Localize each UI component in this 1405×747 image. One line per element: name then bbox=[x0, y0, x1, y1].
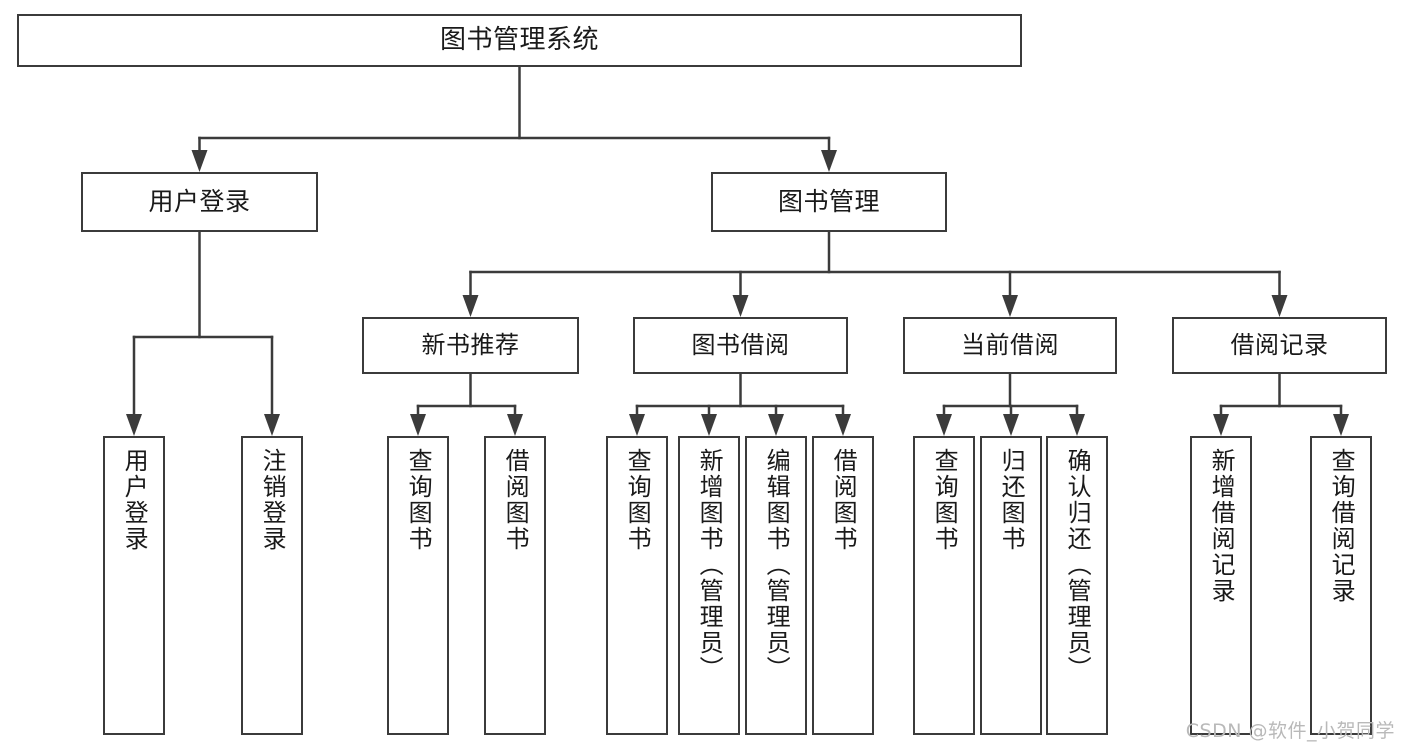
arrowhead-icon bbox=[1271, 295, 1288, 317]
node-label: 归还图书 bbox=[997, 448, 1026, 552]
node-leaf_add_book[interactable]: 新增图书（管理员） bbox=[678, 436, 740, 735]
node-leaf_query_book_1[interactable]: 查询图书 bbox=[387, 436, 449, 735]
node-leaf_confirm_return[interactable]: 确认归还（管理员） bbox=[1046, 436, 1108, 735]
arrowhead-icon bbox=[1003, 414, 1019, 436]
node-label: 编辑图书（管理员） bbox=[762, 448, 791, 682]
node-label: 新增借阅记录 bbox=[1207, 448, 1236, 604]
node-leaf_query_record[interactable]: 查询借阅记录 bbox=[1310, 436, 1372, 735]
arrowhead-icon bbox=[126, 414, 142, 436]
node-label: 图书管理系统 bbox=[439, 25, 599, 56]
node-leaf_return_book[interactable]: 归还图书 bbox=[980, 436, 1042, 735]
arrowhead-icon bbox=[191, 150, 208, 172]
node-label: 借阅图书 bbox=[501, 448, 530, 552]
node-label: 查询图书 bbox=[404, 448, 433, 552]
node-user_login[interactable]: 用户登录 bbox=[81, 172, 318, 232]
arrowhead-icon bbox=[1333, 414, 1349, 436]
arrowhead-icon bbox=[629, 414, 645, 436]
node-root[interactable]: 图书管理系统 bbox=[17, 14, 1022, 67]
node-leaf_borrow_book_1[interactable]: 借阅图书 bbox=[484, 436, 546, 735]
arrowhead-icon bbox=[768, 414, 784, 436]
node-book_manage[interactable]: 图书管理 bbox=[711, 172, 947, 232]
node-leaf_query_book_3[interactable]: 查询图书 bbox=[913, 436, 975, 735]
node-label: 确认归还（管理员） bbox=[1063, 448, 1092, 682]
arrowhead-icon bbox=[410, 414, 426, 436]
node-label: 图书管理 bbox=[777, 187, 880, 217]
node-leaf_user_login[interactable]: 用户登录 bbox=[103, 436, 165, 735]
node-label: 用户登录 bbox=[148, 187, 251, 217]
node-leaf_query_book_2[interactable]: 查询图书 bbox=[606, 436, 668, 735]
arrowhead-icon bbox=[732, 295, 749, 317]
node-label: 用户登录 bbox=[120, 448, 149, 552]
node-leaf_borrow_book_2[interactable]: 借阅图书 bbox=[812, 436, 874, 735]
arrowhead-icon bbox=[1002, 295, 1018, 317]
node-label: 当前借阅 bbox=[961, 331, 1059, 360]
node-borrow_record[interactable]: 借阅记录 bbox=[1172, 317, 1387, 374]
node-label: 借阅记录 bbox=[1230, 331, 1329, 360]
arrowhead-icon bbox=[264, 414, 280, 436]
node-leaf_logout[interactable]: 注销登录 bbox=[241, 436, 303, 735]
node-leaf_edit_book[interactable]: 编辑图书（管理员） bbox=[745, 436, 807, 735]
arrowhead-icon bbox=[701, 414, 717, 436]
arrowhead-icon bbox=[936, 414, 952, 436]
watermark-text: CSDN @软件_小贺同学 bbox=[1185, 720, 1395, 742]
node-new_book_rec[interactable]: 新书推荐 bbox=[362, 317, 579, 374]
node-label: 借阅图书 bbox=[829, 448, 858, 552]
arrowhead-icon bbox=[1213, 414, 1229, 436]
arrowhead-icon bbox=[462, 295, 479, 317]
node-label: 图书借阅 bbox=[691, 331, 790, 360]
node-label: 新书推荐 bbox=[421, 331, 520, 360]
arrowhead-icon bbox=[1069, 414, 1085, 436]
arrowhead-icon bbox=[835, 414, 851, 436]
node-label: 注销登录 bbox=[258, 448, 287, 552]
node-label: 查询图书 bbox=[623, 448, 652, 552]
node-label: 查询图书 bbox=[930, 448, 959, 552]
node-book_borrow[interactable]: 图书借阅 bbox=[633, 317, 848, 374]
node-label: 新增图书（管理员） bbox=[695, 448, 724, 682]
arrowhead-icon bbox=[821, 150, 837, 172]
node-current_borrow[interactable]: 当前借阅 bbox=[903, 317, 1117, 374]
arrowhead-icon bbox=[507, 414, 523, 436]
node-label: 查询借阅记录 bbox=[1327, 448, 1356, 604]
node-leaf_add_record[interactable]: 新增借阅记录 bbox=[1190, 436, 1252, 735]
